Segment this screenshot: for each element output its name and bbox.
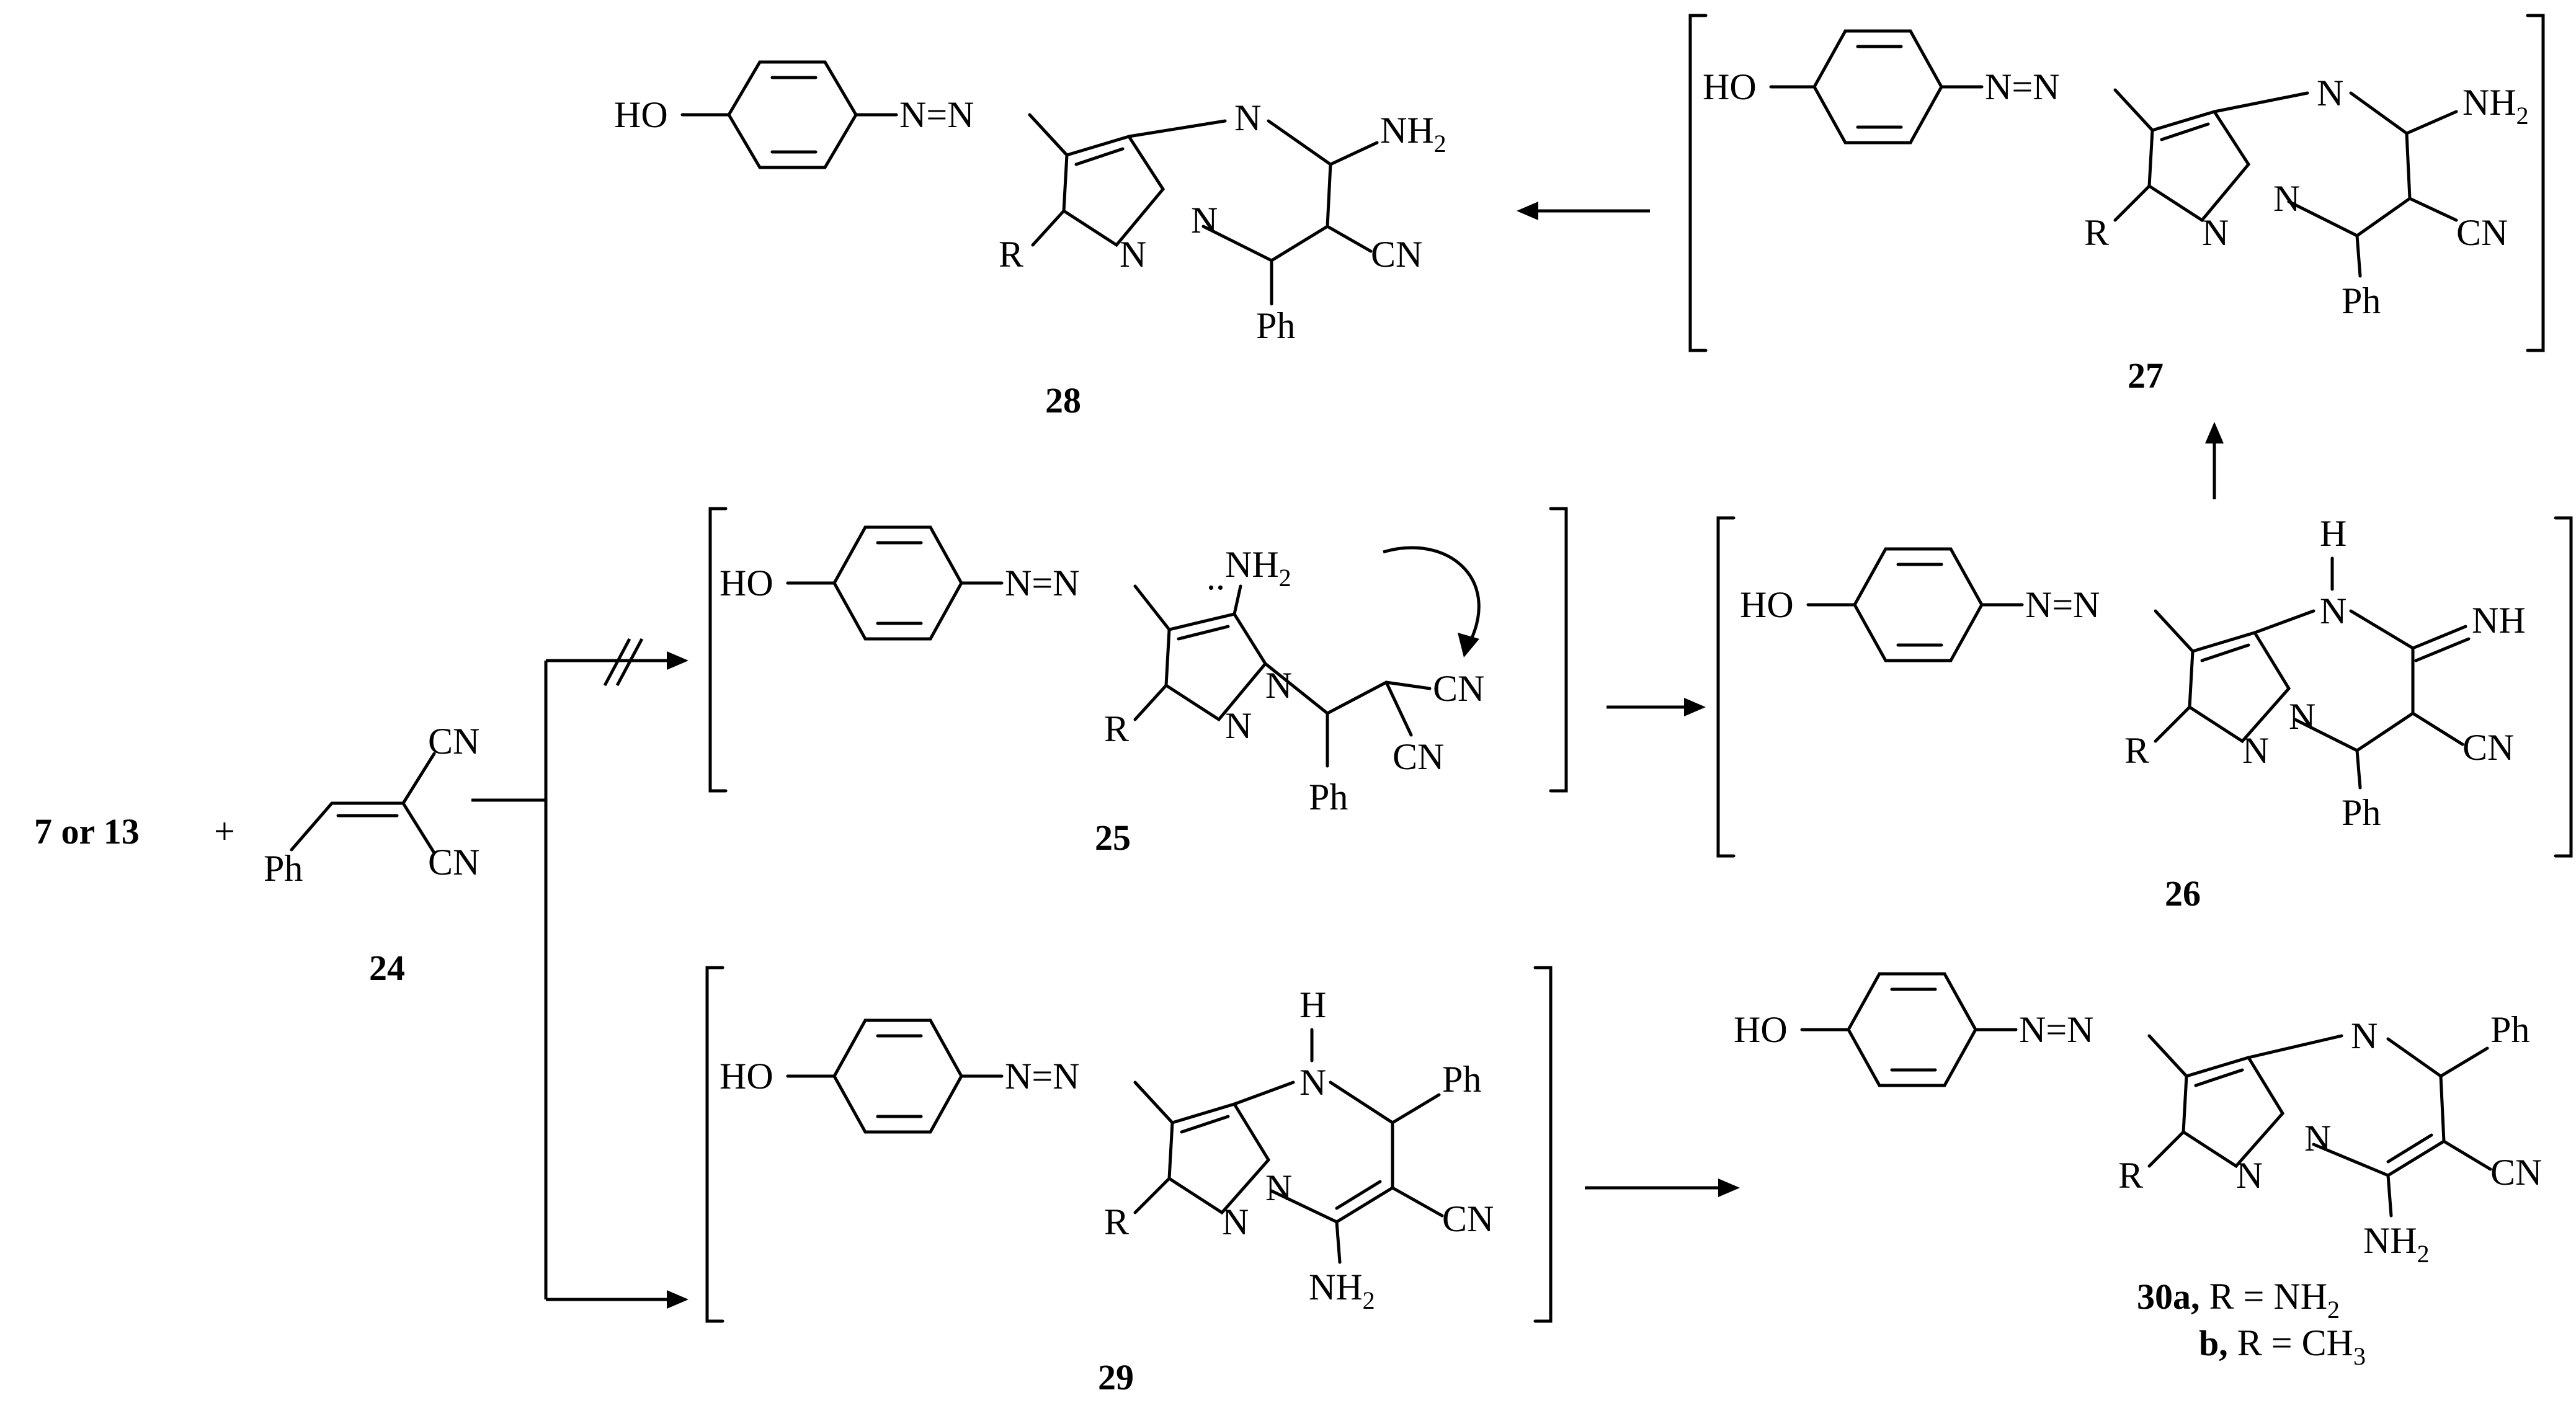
compound-26: HO N=N N H NH CN Ph R N N 26 [1716,513,2573,914]
reactant-7-or-13: 7 or 13 [34,811,140,852]
r-label: R [999,234,1023,275]
pyrazole-n-label: N [2236,1155,2263,1196]
bridge-n-label: N [2273,178,2300,219]
azo-label: N=N [1005,563,1080,604]
bridge-n-label: N [1265,665,1292,706]
compound-27: HO N=N N NH2 CN Ph R N N 27 [1688,14,2545,396]
caption-line-2: b, R = CH3 [2199,1322,2366,1370]
compound-30: HO N=N N Ph CN NH2 R N N 30a, R = NH2 b,… [1734,972,2542,1370]
nh2-label: NH2 [1309,1267,1375,1314]
cn-1-label: CN [1433,668,1484,709]
r-label: R [1104,708,1129,749]
r-label: R [2118,1155,2143,1196]
ring-n-label: N [1299,1062,1326,1103]
nh2-label: NH2 [1225,544,1291,592]
plus-sign: + [214,811,235,852]
caption-line-1: 30a, R = NH2 [2137,1276,2340,1324]
h-label: H [2320,513,2346,554]
compound-28: HO N=N N NH2 CN Ph R N N 28 [614,60,1446,421]
ring-n-label: N [2317,73,2343,114]
cn-label: CN [2462,727,2514,768]
ho-label: HO [614,94,668,135]
cn-label: CN [1442,1198,1494,1239]
bridge-n-label: N [2289,696,2315,737]
azo-label: N=N [2025,584,2100,625]
lone-pair: .. [1206,556,1225,597]
ring-n-label: N [1234,97,1261,138]
ph-label: Ph [2490,1009,2529,1050]
pyrazole-n-label: N [2242,730,2269,771]
compound-label-26: 26 [2165,873,2201,914]
nh2-label: NH2 [2462,82,2529,130]
nh-label: NH [2472,600,2526,641]
branch-lines [471,638,689,1309]
pyrazole-n-label: N [2202,212,2229,253]
pyrazole-n-label: N [1222,1201,1249,1242]
pyrazole-n-label: N [1120,234,1146,275]
ring-n-label: N [2351,1015,2378,1056]
ring-n-label: N [2320,590,2346,631]
bridge-n-label: N [2304,1118,2331,1159]
azo-label: N=N [1985,66,2060,107]
cn-2-label: CN [1393,736,1444,777]
azo-label: N=N [2019,1009,2094,1050]
r-label: R [1104,1201,1129,1242]
ph-label: Ph [264,848,303,889]
cn-bottom-label: CN [428,842,479,883]
nh2-label: NH2 [2363,1220,2430,1268]
bridge-n-label: N [1265,1167,1292,1208]
azo-label: N=N [899,94,974,135]
ho-label: HO [720,1056,773,1097]
compound-label-25: 25 [1095,818,1131,858]
compound-29: HO N=N N H Ph CN NH2 R N N 29 [705,966,1553,1397]
bridge-n-label: N [1191,200,1218,241]
ho-label: HO [1703,66,1757,107]
h-label: H [1299,984,1326,1025]
cn-top-label: CN [428,721,479,762]
compound-24-structure: CN CN Ph [264,721,479,889]
ph-label: Ph [1309,777,1348,818]
ph-label: Ph [1442,1059,1481,1100]
nh2-label: NH2 [1380,110,1446,158]
compound-label-27: 27 [2128,355,2164,396]
pyrazole-n-label: N [1225,705,1252,746]
ho-label: HO [720,563,773,604]
compound-25: HO N=N .. NH2 CN CN Ph R N N 25 [708,507,1568,858]
ph-label: Ph [1256,305,1295,346]
ho-label: HO [1734,1009,1788,1050]
compound-label-28: 28 [1045,380,1081,421]
r-label: R [2124,730,2149,771]
compound-label-24: 24 [369,948,405,988]
cn-label: CN [2490,1152,2542,1193]
ho-label: HO [1740,584,1794,625]
compound-label-29: 29 [1098,1357,1134,1397]
cn-label: CN [1371,234,1422,275]
cn-label: CN [2456,212,2508,253]
r-label: R [2084,212,2109,253]
azo-label: N=N [1005,1056,1080,1097]
ph-label: Ph [2342,280,2381,321]
reactant-group: 7 or 13 + CN CN Ph 24 [34,721,479,988]
ph-label: Ph [2342,792,2381,833]
